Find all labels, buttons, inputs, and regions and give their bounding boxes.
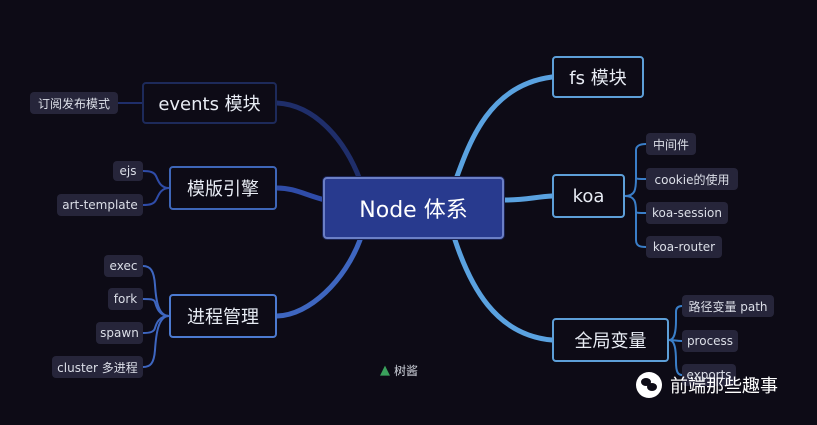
link-root-global (452, 237, 555, 343)
leaf-exec[interactable]: exec (104, 255, 143, 277)
leaf-ejs[interactable]: ejs (113, 161, 143, 181)
branch-template-engine[interactable]: 模版引擎 (169, 166, 277, 210)
leaf-koa-session[interactable]: koa-session (646, 202, 728, 224)
brand-name: 前端那些趣事 (670, 376, 778, 397)
link-process-spawn (142, 315, 170, 334)
author-watermark: ▲ 树酱 (380, 362, 418, 379)
leaf-cluster[interactable]: cluster 多进程 (52, 356, 143, 378)
link-template-ejs (142, 170, 170, 189)
brand-watermark: 前端那些趣事 (636, 372, 778, 398)
link-template-art (142, 187, 170, 206)
link-global-exports (668, 339, 683, 376)
leaf-koa-router[interactable]: koa-router (646, 236, 722, 258)
leaf-spawn[interactable]: spawn (96, 322, 143, 344)
link-root-template (274, 185, 328, 203)
link-root-events (274, 100, 363, 183)
branch-events[interactable]: events 模块 (142, 82, 277, 124)
link-root-process (274, 237, 363, 319)
link-root-fs (452, 74, 555, 185)
link-koa-children (624, 143, 647, 197)
leaf-exports[interactable]: exports (682, 364, 736, 386)
leaf-middleware[interactable]: 中间件 (646, 133, 696, 155)
branch-global-variables[interactable]: 全局变量 (552, 318, 669, 362)
branch-koa[interactable]: koa (552, 174, 625, 218)
leaf-pubsub-pattern[interactable]: 订阅发布模式 (30, 92, 118, 114)
link-koa-session (624, 195, 647, 214)
link-process-fork (142, 298, 170, 317)
link-process-cluster (142, 315, 170, 368)
link-koa-router (635, 211, 647, 248)
leaf-process[interactable]: process (682, 330, 738, 352)
leaf-art-template[interactable]: art-template (57, 194, 143, 216)
wechat-icon (636, 372, 662, 398)
branch-fs-module[interactable]: fs 模块 (552, 56, 644, 98)
leaf-cookie-usage[interactable]: cookie的使用 (646, 168, 738, 190)
link-root-koa (502, 193, 555, 203)
root-node[interactable]: Node 体系 (323, 177, 504, 239)
link-koa-cookie (635, 177, 647, 180)
tree-icon: ▲ (380, 363, 390, 378)
link-global-path (668, 305, 683, 341)
leaf-fork[interactable]: fork (108, 288, 143, 310)
branch-process-management[interactable]: 进程管理 (169, 294, 277, 338)
leaf-path-variable[interactable]: 路径变量 path (682, 295, 774, 317)
author-name: 树酱 (394, 364, 419, 378)
link-process-exec (142, 265, 170, 317)
